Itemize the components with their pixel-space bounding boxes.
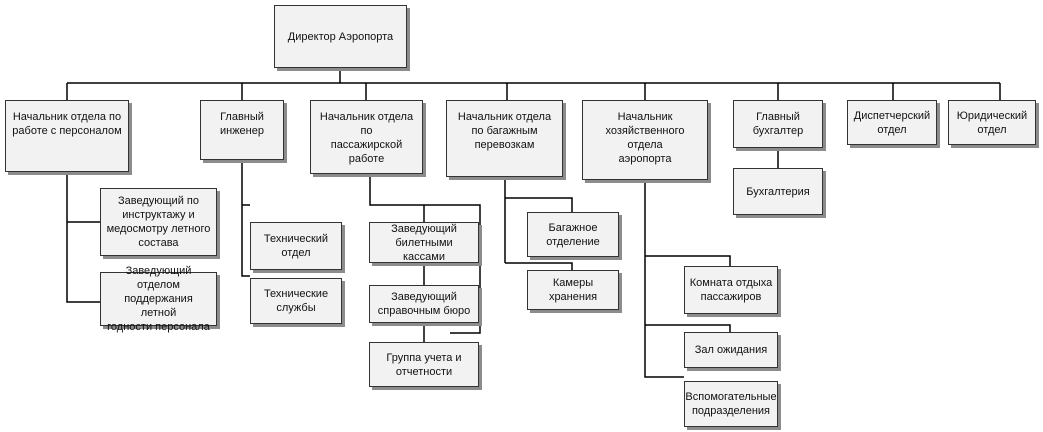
director-box: Директор Аэропорта: [274, 5, 407, 68]
baggage-head-label: Начальник отдела по багажным перевозкам: [457, 111, 552, 151]
airworthiness-head-label: Заведующий отделом поддержания летной го…: [107, 265, 210, 333]
personnel-head-label: Начальник отдела по работе с персоналом: [12, 111, 122, 137]
info-head-box: Заведующий справочным бюро: [369, 285, 479, 323]
instruction-head-box: Заведующий по инструктажу и медосмотру л…: [100, 188, 217, 256]
economic-head-box: Начальник хозяйственного отдела аэропорт…: [582, 100, 708, 180]
connector: [369, 174, 481, 334]
rest-room-box: Комната отдыха пассажиров: [684, 266, 778, 314]
tech-dept-box: Технический отдел: [250, 222, 342, 270]
auxiliary-label: Вспомогательные подразделения: [685, 391, 777, 417]
tech-dept-label: Технический отдел: [263, 233, 329, 259]
airworthiness-head-box: Заведующий отделом поддержания летной го…: [100, 265, 217, 333]
legal-box: Юридический отдел: [948, 100, 1036, 145]
baggage-dept-box: Багажное отделение: [527, 212, 619, 257]
passenger-head-label: Начальник отдела по пассажирской работе: [319, 111, 414, 165]
accounting-label: Бухгалтерия: [746, 185, 810, 198]
storage-box: Камеры хранения: [527, 270, 619, 310]
connector: [644, 180, 684, 378]
connector: [505, 197, 573, 212]
ticket-head-label: Заведующий билетными кассами: [391, 222, 457, 263]
dispatch-label: Диспетчерский отдел: [853, 109, 931, 136]
connector: [505, 262, 573, 270]
instruction-head-label: Заведующий по инструктажу и медосмотру л…: [106, 195, 211, 249]
connector: [645, 255, 731, 266]
chief-engineer-label: Главный инженер: [219, 111, 264, 137]
baggage-head-box: Начальник отдела по багажным перевозкам: [446, 100, 563, 177]
accounting-group-box: Группа учета и отчетности: [369, 342, 479, 387]
ticket-head-box: Заведующий билетными кассами: [369, 222, 479, 263]
waiting-hall-label: Зал ожидания: [694, 344, 768, 356]
connector: [66, 172, 100, 303]
chief-engineer-box: Главный инженер: [200, 100, 284, 160]
storage-label: Камеры хранения: [548, 277, 598, 303]
connector: [645, 324, 731, 332]
accounting-box: Бухгалтерия: [733, 168, 823, 215]
tech-services-label: Технические службы: [263, 288, 329, 314]
connector: [241, 160, 250, 277]
tech-services-box: Технические службы: [250, 278, 342, 324]
chief-accountant-label: Главный бухгалтер: [752, 111, 804, 137]
waiting-hall-box: Зал ожидания: [684, 332, 778, 368]
baggage-dept-label: Багажное отделение: [546, 221, 600, 248]
passenger-head-box: Начальник отдела по пассажирской работе: [310, 100, 423, 174]
personnel-head-box: Начальник отдела по работе с персоналом: [5, 100, 129, 172]
auxiliary-box: Вспомогательные подразделения: [684, 381, 778, 427]
economic-head-label: Начальник хозяйственного отдела аэропорт…: [605, 111, 685, 165]
accounting-group-label: Группа учета и отчетности: [386, 351, 462, 378]
dispatch-box: Диспетчерский отдел: [847, 100, 937, 145]
rest-room-label: Комната отдыха пассажиров: [689, 277, 773, 303]
chief-accountant-box: Главный бухгалтер: [733, 100, 823, 148]
legal-label: Юридический отдел: [956, 109, 1028, 136]
info-head-label: Заведующий справочным бюро: [377, 291, 471, 317]
director-label: Директор Аэропорта: [287, 30, 394, 43]
